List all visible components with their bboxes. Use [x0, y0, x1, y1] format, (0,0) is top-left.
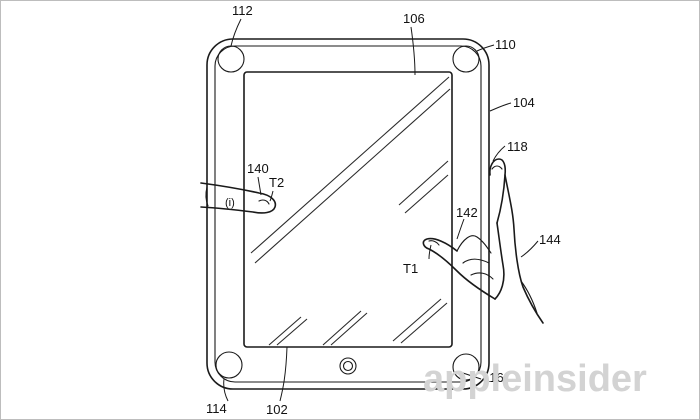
corner-region-bottom-right [452, 353, 480, 381]
appleinsider-watermark: appleinsider [423, 358, 647, 400]
touch-display [243, 71, 453, 348]
label-T1: T1 [403, 261, 418, 276]
label-104: 104 [513, 95, 535, 110]
label-106: 106 [403, 11, 425, 26]
device-housing-inner [214, 45, 482, 383]
corner-region-top-left [217, 45, 245, 73]
label-116: 116 [483, 370, 504, 385]
label-140: 140 [247, 161, 269, 176]
label-102: 102 [266, 402, 288, 417]
label-T2: T2 [269, 175, 284, 190]
screen-glare-lines [250, 76, 451, 346]
corner-region-bottom-left [215, 351, 243, 379]
label-118: 118 [507, 139, 528, 154]
right-hand-drawing [422, 158, 544, 324]
leader-lines [223, 18, 539, 402]
corner-region-top-right [452, 45, 480, 73]
label-114: 114 [206, 401, 227, 416]
home-button-icon [339, 357, 357, 375]
left-finger-drawing: (i) [200, 182, 277, 214]
label-142: 142 [456, 205, 478, 220]
label-112: 112 [232, 3, 253, 18]
label-110: 110 [495, 37, 516, 52]
label-144: 144 [539, 232, 561, 247]
home-button-inner-icon [342, 360, 354, 372]
device-housing-outer [206, 38, 490, 390]
finger-mark-label: (i) [225, 197, 235, 209]
